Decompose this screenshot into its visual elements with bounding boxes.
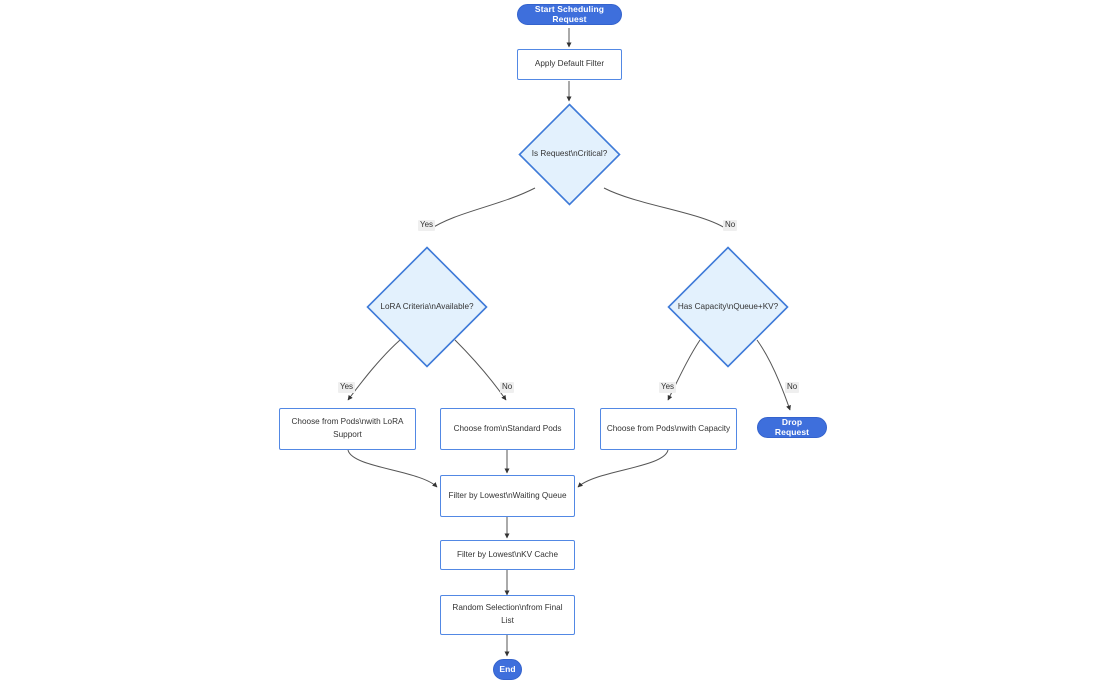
- node-has-capacity-queue-kv[interactable]: Has Capacity\nQueue+KV?: [667, 246, 789, 368]
- node-random-selection-final-list-label: Random Selection\nfrom Final List: [452, 603, 563, 625]
- diamond-shape: [667, 246, 789, 368]
- node-choose-pods-capacity-label: Choose from Pods\nwith Capacity: [606, 423, 731, 433]
- edge-label-critical-no: No: [723, 220, 738, 231]
- edge-label-text: Yes: [420, 220, 434, 229]
- node-drop-request[interactable]: Drop Request: [757, 417, 827, 438]
- node-is-request-critical-label: Is Request\nCritical?: [531, 149, 608, 159]
- edge-label-text: Yes: [340, 382, 354, 391]
- node-apply-default-filter-label: Apply Default Filter: [534, 59, 605, 69]
- edge-label-capacity-no: No: [785, 382, 800, 393]
- edge-label-text: No: [787, 382, 798, 391]
- node-choose-pods-capacity[interactable]: Choose from Pods\nwith Capacity: [600, 408, 737, 450]
- node-random-selection-final-list[interactable]: Random Selection\nfrom Final List: [440, 595, 575, 635]
- node-filter-lowest-waiting-queue-label: Filter by Lowest\nWaiting Queue: [448, 490, 567, 500]
- node-lora-criteria-available[interactable]: LoRA Criteria\nAvailable?: [366, 246, 488, 368]
- edge-pods-lora-to-filter-queue: [347, 449, 438, 488]
- node-choose-pods-lora-support-label: Choose from Pods\nwith LoRA Support: [291, 417, 404, 439]
- node-filter-lowest-kv-cache-label: Filter by Lowest\nKV Cache: [456, 549, 559, 559]
- node-start[interactable]: Start Scheduling Request: [517, 4, 622, 25]
- node-apply-default-filter[interactable]: Apply Default Filter: [517, 49, 622, 80]
- node-start-label: Start Scheduling Request: [534, 4, 605, 24]
- node-drop-request-label: Drop Request: [774, 417, 810, 437]
- node-filter-lowest-kv-cache[interactable]: Filter by Lowest\nKV Cache: [440, 540, 575, 570]
- edge-is-critical-no: [603, 187, 729, 231]
- edge-label-lora-no: No: [500, 382, 515, 393]
- node-has-capacity-queue-kv-label: Has Capacity\nQueue+KV?: [677, 301, 779, 311]
- diamond-shape: [518, 103, 621, 206]
- edge-label-text: No: [502, 382, 513, 391]
- node-choose-standard-pods[interactable]: Choose from\nStandard Pods: [440, 408, 575, 450]
- node-filter-lowest-waiting-queue[interactable]: Filter by Lowest\nWaiting Queue: [440, 475, 575, 517]
- node-is-request-critical[interactable]: Is Request\nCritical?: [518, 103, 621, 206]
- edge-label-capacity-yes: Yes: [659, 382, 677, 393]
- edge-label-lora-yes: Yes: [338, 382, 356, 393]
- edge-label-text: No: [725, 220, 736, 229]
- edge-label-text: Yes: [661, 382, 675, 391]
- node-choose-pods-lora-support[interactable]: Choose from Pods\nwith LoRA Support: [279, 408, 416, 450]
- node-choose-standard-pods-label: Choose from\nStandard Pods: [453, 423, 562, 433]
- edge-pods-capacity-to-filter-queue: [577, 449, 669, 488]
- edge-label-critical-yes: Yes: [418, 220, 436, 231]
- node-lora-criteria-available-label: LoRA Criteria\nAvailable?: [380, 301, 474, 311]
- node-end[interactable]: End: [493, 659, 522, 680]
- node-end-label: End: [499, 663, 516, 674]
- diamond-shape: [366, 246, 488, 368]
